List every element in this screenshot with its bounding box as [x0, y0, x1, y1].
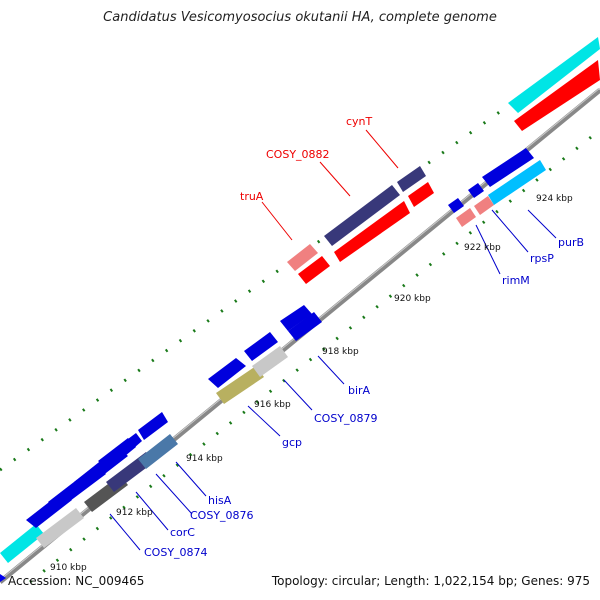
gene-feature-blue-12[interactable]	[482, 148, 534, 187]
gene-label-pur-b[interactable]: purB	[558, 236, 584, 249]
gene-feature-blue-9[interactable]	[280, 305, 312, 331]
gene-feature-red-short[interactable]	[408, 182, 434, 207]
label-leader-lines	[109, 129, 557, 551]
gene-feature-cosy0874[interactable]	[36, 508, 84, 548]
gene-feature-gcp[interactable]	[216, 366, 264, 404]
gene-label-his-a[interactable]: hisA	[208, 494, 232, 507]
accession-label: Accession: NC_009465	[8, 574, 145, 588]
gene-label-tru-a[interactable]: truA	[240, 190, 264, 203]
gene-feature-red-long[interactable]	[334, 201, 410, 262]
gene-label-cosy0882[interactable]: COSY_0882	[266, 148, 330, 161]
gene-feature-blue-7[interactable]	[208, 358, 246, 388]
gene-label-rps-p[interactable]: rpsP	[530, 252, 554, 265]
gene-label-bir-a[interactable]: birA	[348, 384, 371, 397]
tick-label-918: 918 kbp	[322, 347, 359, 357]
genome-summary-label: Topology: circular; Length: 1,022,154 bp…	[271, 574, 590, 588]
gene-feature-blue-4[interactable]	[98, 438, 136, 470]
gene-label-rim-m[interactable]: rimM	[502, 274, 530, 287]
gene-feature-red-right[interactable]	[514, 60, 600, 131]
gene-feature-cyan-left[interactable]	[0, 524, 44, 563]
gene-feature-rim-m[interactable]	[456, 208, 476, 227]
tick-label-920: 920 kbp	[394, 294, 431, 304]
gene-feature-cyan-right[interactable]	[508, 37, 600, 113]
genome-title: Candidatus Vesicomyosocius okutanii HA, …	[103, 10, 497, 25]
gene-feature-tru-a-light[interactable]	[287, 244, 318, 271]
gene-feature-blue-10[interactable]	[448, 198, 464, 213]
gene-feature-rps-p[interactable]	[474, 196, 494, 215]
tick-label-910: 910 kbp	[50, 563, 87, 573]
tick-labels: 910 kbp 912 kbp 914 kbp 916 kbp 918 kbp …	[50, 194, 573, 573]
gene-label-cor-c[interactable]: corC	[170, 526, 195, 539]
tick-label-922: 922 kbp	[464, 243, 501, 253]
gene-feature-tru-a[interactable]	[298, 256, 330, 284]
gene-labels: cynT COSY_0882 truA purB rpsP rimM birA …	[144, 115, 584, 559]
gene-label-cosy0874[interactable]: COSY_0874	[144, 546, 208, 559]
gene-label-cyn-t[interactable]: cynT	[346, 115, 373, 128]
gene-feature-blue-5[interactable]	[128, 433, 142, 448]
gene-feature-blue-8[interactable]	[244, 332, 278, 361]
tick-label-916: 916 kbp	[254, 400, 291, 410]
forward-strand-track	[0, 37, 600, 563]
gene-feature-pur-b[interactable]	[488, 160, 546, 205]
gene-feature-blue-6[interactable]	[138, 412, 168, 440]
gene-label-cosy0879[interactable]: COSY_0879	[314, 412, 378, 425]
gene-feature-cosy0882[interactable]	[324, 185, 400, 246]
gene-feature-his-a[interactable]	[138, 434, 178, 469]
gene-label-gcp[interactable]: gcp	[282, 436, 302, 449]
origin-marker-icon	[0, 574, 6, 582]
gene-feature-cyn-t[interactable]	[397, 166, 426, 192]
tick-label-914: 914 kbp	[186, 454, 223, 464]
gene-feature-bir-a[interactable]	[288, 312, 322, 341]
gene-feature-cosy0879[interactable]	[252, 346, 288, 377]
gene-label-cosy0876[interactable]: COSY_0876	[190, 509, 254, 522]
gene-feature-blue-11[interactable]	[468, 183, 484, 198]
tick-label-912: 912 kbp	[116, 508, 153, 518]
tick-label-924: 924 kbp	[536, 194, 573, 204]
reverse-strand-track	[36, 60, 600, 548]
